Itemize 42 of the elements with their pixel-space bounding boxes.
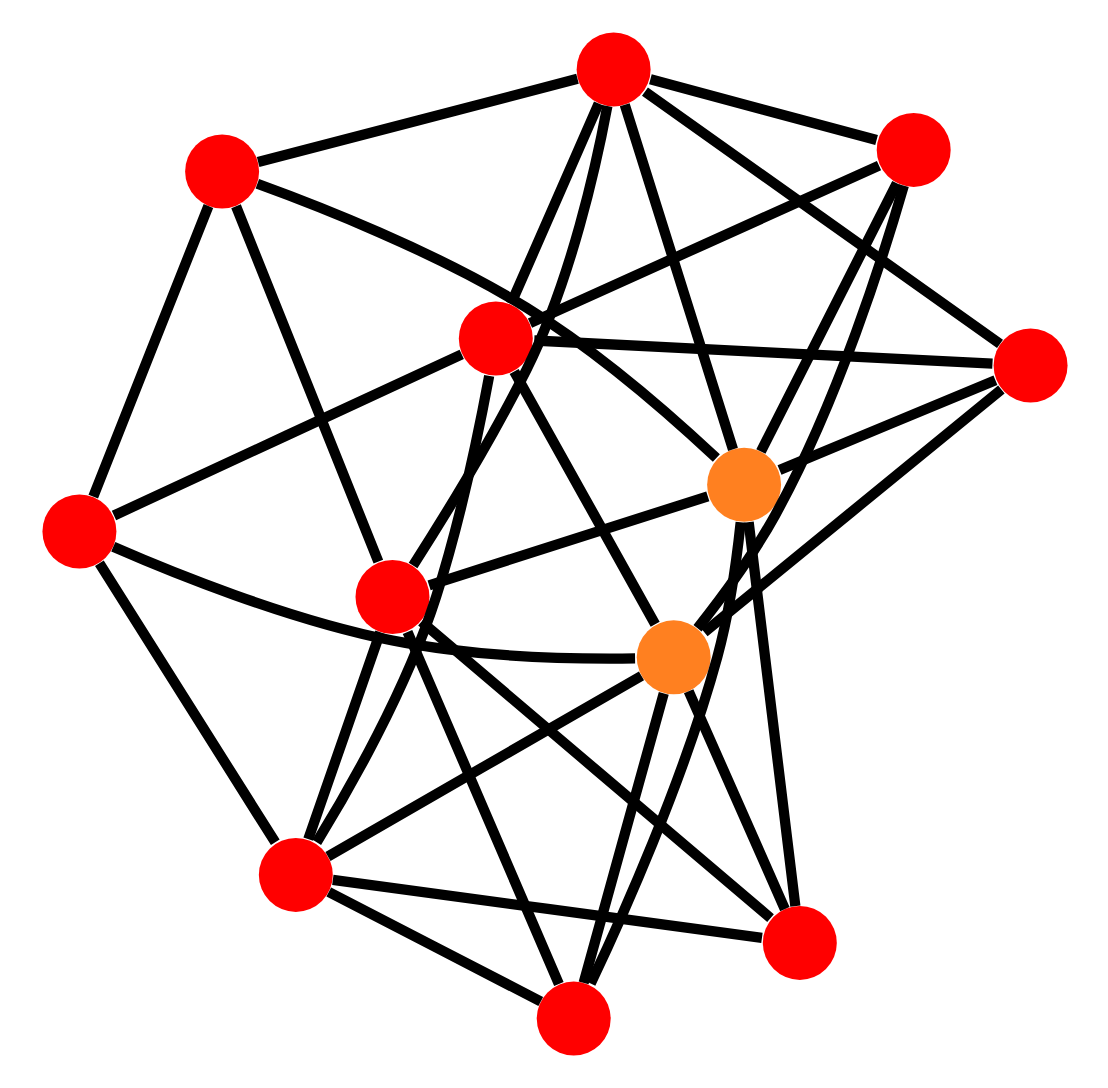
connector xyxy=(401,629,563,987)
node-circle xyxy=(706,447,781,522)
connector xyxy=(110,349,463,521)
connector xyxy=(776,375,997,475)
node-circle xyxy=(535,981,610,1056)
connector xyxy=(692,184,908,632)
connector xyxy=(577,691,668,985)
connector xyxy=(426,491,709,591)
connector xyxy=(755,180,901,454)
node-circle xyxy=(992,328,1067,403)
connector xyxy=(230,204,383,564)
node-circle xyxy=(635,620,710,695)
node-circle xyxy=(354,560,429,634)
connector xyxy=(407,105,612,569)
connector xyxy=(526,160,881,328)
connector xyxy=(324,671,644,861)
connector xyxy=(94,560,279,846)
connector xyxy=(508,368,659,627)
node-circle xyxy=(761,905,836,980)
node-circle xyxy=(575,32,650,107)
node-circle xyxy=(257,837,332,912)
node-circle xyxy=(41,494,116,569)
connector xyxy=(585,521,745,986)
connector xyxy=(641,87,1002,348)
connector xyxy=(331,874,762,943)
connector xyxy=(325,887,543,1007)
connector xyxy=(682,689,789,912)
connector xyxy=(255,73,578,168)
connector xyxy=(254,178,719,462)
connector xyxy=(742,521,800,907)
node-circle xyxy=(457,301,532,376)
connector xyxy=(533,335,992,369)
connector xyxy=(311,374,494,845)
connector xyxy=(87,204,213,499)
connector xyxy=(417,617,773,922)
node-circle xyxy=(875,112,950,187)
connector xyxy=(700,385,1004,637)
node-circle xyxy=(184,134,259,209)
connector xyxy=(648,74,877,145)
connector xyxy=(110,542,635,664)
connector xyxy=(618,103,737,451)
connector xyxy=(302,630,385,841)
